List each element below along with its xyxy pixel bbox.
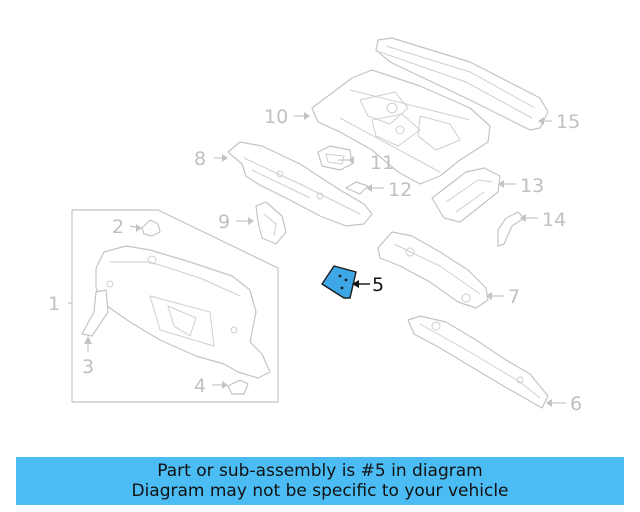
callout-3: 3 <box>82 356 94 378</box>
callout-5: 5 <box>372 274 384 296</box>
callout-6: 6 <box>570 393 582 415</box>
part-4-clip[interactable] <box>227 379 249 395</box>
banner-line-part-number: Part or sub-assembly is #5 in diagram <box>157 461 483 481</box>
part-1-rear-panel[interactable] <box>95 245 271 379</box>
part-13-side-bracket[interactable] <box>431 167 501 223</box>
callout-13: 13 <box>520 175 544 197</box>
part-15-rear-shelf-top-panel[interactable] <box>375 37 549 131</box>
callout-14: 14 <box>542 209 566 231</box>
part-6-lower-rail[interactable] <box>407 315 549 409</box>
part-10-package-tray-panel[interactable] <box>311 69 491 185</box>
banner-line-disclaimer: Diagram may not be specific to your vehi… <box>131 481 509 501</box>
callout-1: 1 <box>48 293 60 315</box>
leader-lines <box>68 112 566 407</box>
callout-9: 9 <box>218 211 230 233</box>
part-12-plate[interactable] <box>345 181 369 195</box>
part-8-cross-member[interactable] <box>227 141 373 227</box>
callout-12: 12 <box>388 179 412 201</box>
callout-11: 11 <box>370 152 394 174</box>
part-7-rear-rail[interactable] <box>377 231 489 309</box>
parts-diagram: 1 2 3 4 5 6 7 8 9 10 11 12 13 14 15 <box>48 37 582 415</box>
callout-10: 10 <box>264 106 288 128</box>
part-9-gusset[interactable] <box>255 201 287 245</box>
callout-15: 15 <box>556 111 580 133</box>
callout-labels: 1 2 3 4 5 6 7 8 9 10 11 12 13 14 15 <box>48 106 582 415</box>
part-2-nut[interactable] <box>141 219 161 237</box>
callout-7: 7 <box>508 286 520 308</box>
info-banner: Part or sub-assembly is #5 in diagram Di… <box>16 457 624 505</box>
part-5-highlighted-bracket[interactable] <box>321 265 357 299</box>
part-3-side-brace[interactable] <box>81 289 109 337</box>
part-1-assembly-frame <box>71 209 279 403</box>
callout-8: 8 <box>194 148 206 170</box>
part-11-bracket[interactable] <box>317 145 353 171</box>
part-14-clip[interactable] <box>497 211 525 247</box>
callout-4: 4 <box>194 375 206 397</box>
callout-2: 2 <box>112 216 124 238</box>
